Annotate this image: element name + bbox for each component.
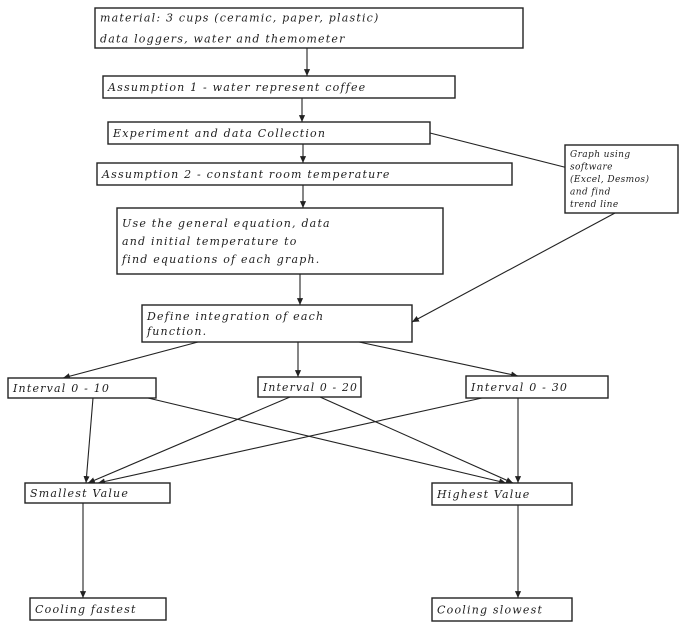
arrow-graph-to-integration — [411, 212, 616, 323]
box-text-line: material: 3 cups (ceramic, paper, plasti… — [100, 11, 380, 24]
box-text-line: and initial temperature to — [122, 235, 298, 248]
arrow-interval10-to-highest — [147, 397, 507, 485]
arrow-interval20-to-smallest — [87, 396, 291, 484]
box-highest: Highest Value — [431, 482, 573, 506]
box-cooling-fastest: Cooling fastest — [29, 597, 167, 621]
arrow-interval30-to-smallest — [97, 397, 483, 485]
box-assumption1: Assumption 1 - water represent coffee — [102, 75, 456, 99]
box-outline — [96, 162, 513, 186]
box-outline — [141, 304, 413, 343]
arrow-experiment-to-graph — [429, 132, 573, 171]
box-text-line: Graph using — [570, 150, 631, 160]
box-text-line: Cooling slowest — [437, 603, 543, 616]
box-experiment: Experiment and data Collection — [107, 121, 431, 145]
box-outline — [257, 376, 362, 398]
box-cooling-slowest: Cooling slowest — [431, 597, 573, 622]
arrow-integration-to-interval30 — [358, 341, 519, 378]
arrow-interval10-to-smallest — [83, 397, 94, 484]
box-text-line: (Excel, Desmos) — [570, 174, 649, 185]
box-interval20: Interval 0 - 20 — [257, 376, 362, 398]
arrows-layer — [62, 48, 616, 598]
box-text-line: data loggers, water and themometer — [100, 32, 346, 45]
box-text-line: function. — [146, 325, 207, 338]
box-text-line: Highest Value — [436, 488, 531, 501]
box-text-line: and find — [570, 188, 611, 198]
box-outline — [24, 482, 171, 504]
box-materials: material: 3 cups (ceramic, paper, plasti… — [94, 7, 524, 49]
box-smallest: Smallest Value — [24, 482, 171, 504]
box-text-line: Smallest Value — [30, 487, 129, 500]
arrow-integration-to-interval10 — [62, 341, 199, 380]
box-outline — [564, 144, 679, 214]
box-text-line: find equations of each graph. — [121, 253, 320, 266]
box-outline — [7, 377, 157, 399]
box-outline — [107, 121, 431, 145]
box-interval10: Interval 0 - 10 — [7, 377, 157, 399]
box-text-line: Assumption 1 - water represent coffee — [107, 81, 366, 94]
box-text-line: Use the general equation, data — [122, 217, 331, 230]
boxes-layer: material: 3 cups (ceramic, paper, plasti… — [7, 7, 679, 622]
box-text-line: trend line — [570, 200, 619, 210]
box-text-line: Interval 0 - 10 — [12, 382, 110, 395]
box-outline — [102, 75, 456, 99]
box-assumption2: Assumption 2 - constant room temperature — [96, 162, 513, 186]
box-outline — [94, 7, 524, 49]
box-text-line: Interval 0 - 20 — [262, 381, 358, 394]
box-outline — [29, 597, 167, 621]
box-text-line: Interval 0 - 30 — [470, 381, 568, 394]
box-outline — [465, 375, 609, 399]
box-text-line: Experiment and data Collection — [112, 127, 326, 140]
box-text-line: software — [570, 163, 613, 173]
box-graph: Graph using software(Excel, Desmos) and fi… — [564, 144, 679, 214]
box-integration: Define integration of each function. — [141, 304, 413, 343]
box-text-line: Assumption 2 - constant room temperature — [101, 168, 391, 181]
box-text-line: Cooling fastest — [35, 603, 137, 616]
box-interval30: Interval 0 - 30 — [465, 375, 609, 399]
box-outline — [431, 597, 573, 622]
box-text-line: Define integration of each — [146, 310, 324, 323]
box-outline — [116, 207, 444, 275]
box-equations: Use the general equation, data and initia… — [116, 207, 444, 275]
arrow-interval20-to-highest — [319, 396, 514, 484]
box-outline — [431, 482, 573, 506]
